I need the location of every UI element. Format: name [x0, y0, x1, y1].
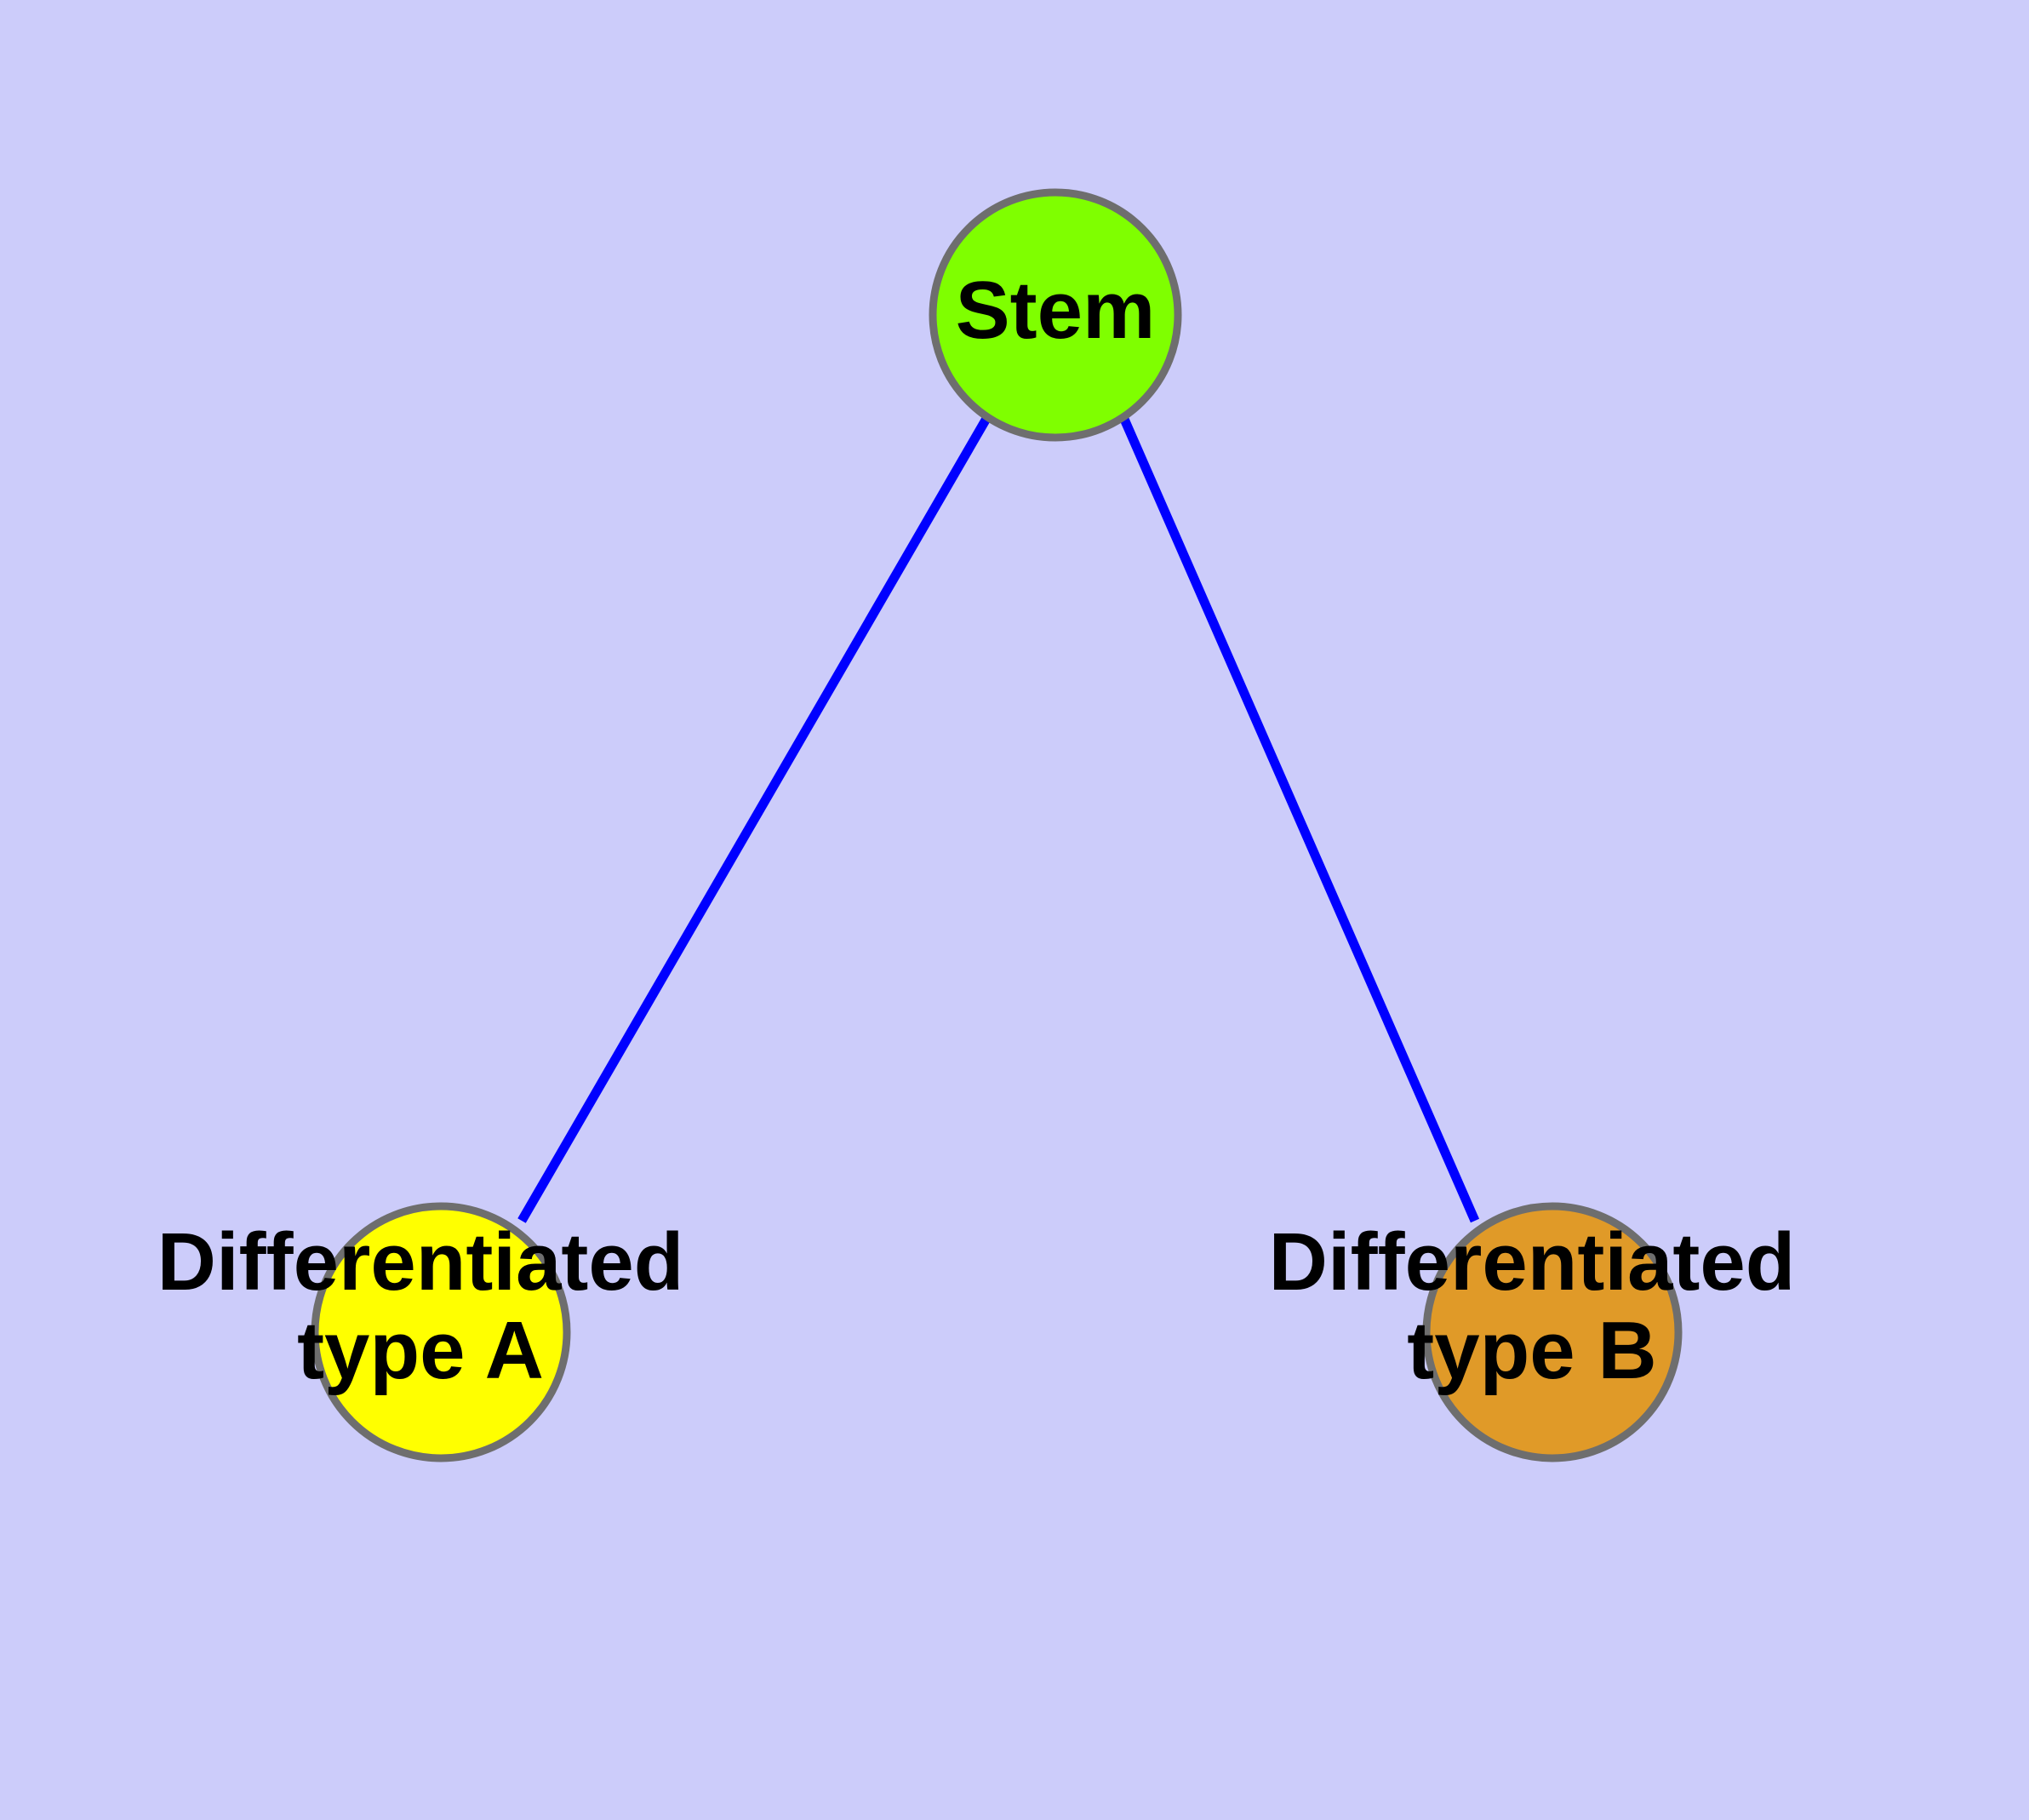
node-differentiated-type-a-circle[interactable]: [311, 1202, 571, 1462]
node-stem-label: Stem: [956, 265, 1156, 356]
edge-stem-to-differentiated-type-b[interactable]: [1118, 415, 1480, 1223]
node-stem-circle[interactable]: [929, 188, 1182, 442]
node-differentiated-type-b-circle[interactable]: [1422, 1202, 1683, 1462]
edge-layer: [517, 415, 1480, 1223]
node-layer: [311, 188, 1683, 1462]
edge-stem-to-differentiated-type-a[interactable]: [517, 415, 992, 1223]
